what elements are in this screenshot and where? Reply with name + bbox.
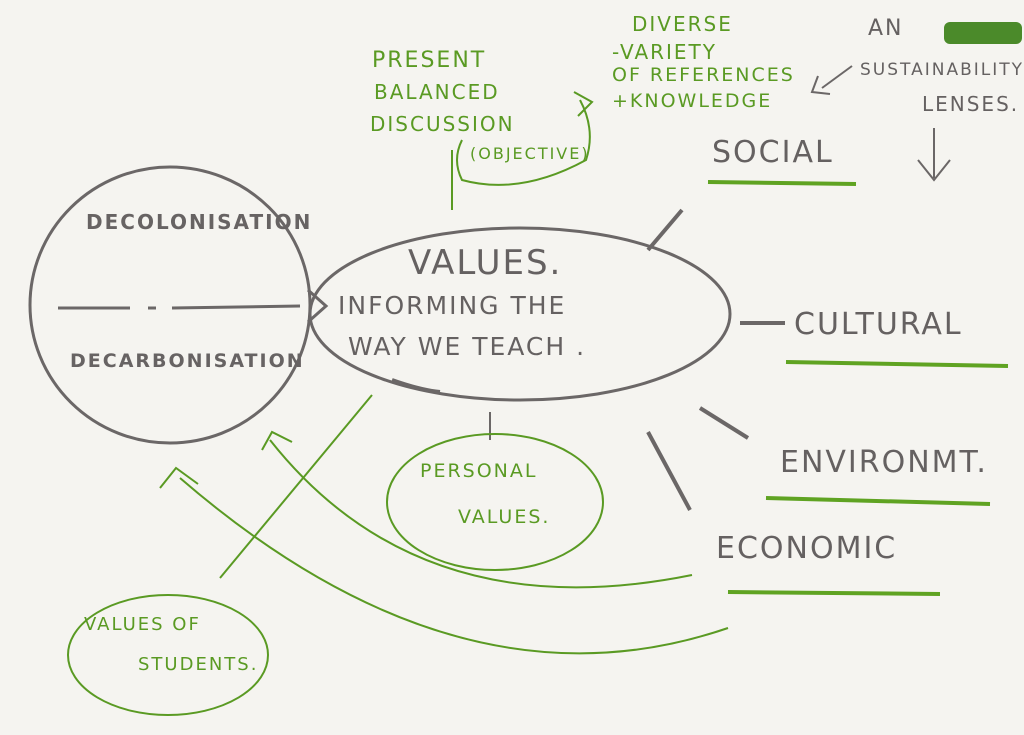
spoke-social bbox=[646, 208, 684, 252]
personal-values-line-1: PERSONAL bbox=[420, 460, 538, 482]
spoke-environmental bbox=[698, 406, 750, 440]
central-title: VALUES. bbox=[408, 243, 563, 283]
cultural-label: CULTURAL bbox=[794, 307, 963, 342]
personal-values-line-2: VALUES. bbox=[458, 506, 551, 528]
divider-arrow bbox=[58, 304, 301, 310]
spoke-economic bbox=[646, 431, 692, 511]
arrow-economic-to-left bbox=[269, 439, 693, 589]
economic-label: ECONOMIC bbox=[716, 531, 898, 566]
diverse-line-2: -VARIETY bbox=[612, 40, 717, 64]
central-node-circle bbox=[308, 226, 732, 402]
decolonisation-label: DECOLONISATION bbox=[86, 210, 313, 234]
personal-values-circle bbox=[386, 433, 604, 571]
decarbonisation-label: DECARBONISATION bbox=[70, 350, 305, 372]
environmental-label: ENVIRONMT. bbox=[780, 445, 988, 480]
arrow-bottom-to-left bbox=[179, 477, 729, 655]
present-line-1: PRESENT bbox=[372, 48, 487, 73]
social-label: SOCIAL bbox=[712, 135, 834, 170]
central-line-2: INFORMING THE bbox=[338, 291, 567, 320]
lenses-line-1: AN bbox=[868, 16, 904, 41]
objective-bracket bbox=[456, 99, 591, 186]
arrowhead-right bbox=[307, 288, 329, 324]
central-line-3: WAY WE TEACH . bbox=[348, 332, 587, 361]
diverse-line-1: DIVERSE bbox=[632, 12, 733, 36]
student-values-line-2: STUDENTS. bbox=[138, 654, 259, 675]
present-line-2: BALANCED bbox=[374, 80, 500, 104]
lenses-line-2: SUSTAINABILITY bbox=[860, 60, 1024, 80]
diverse-line-4: +KNOWLEDGE bbox=[612, 90, 773, 112]
diverse-line-3: OF REFERENCES bbox=[612, 64, 795, 86]
highlight-scribble bbox=[944, 22, 1022, 44]
present-line-3: DISCUSSION bbox=[370, 112, 515, 136]
lenses-line-3: LENSES. bbox=[922, 92, 1020, 116]
present-line-4: (OBJECTIVE) bbox=[470, 144, 590, 163]
student-values-line-1: VALUES OF bbox=[84, 614, 201, 635]
student-values-circle bbox=[67, 594, 269, 716]
